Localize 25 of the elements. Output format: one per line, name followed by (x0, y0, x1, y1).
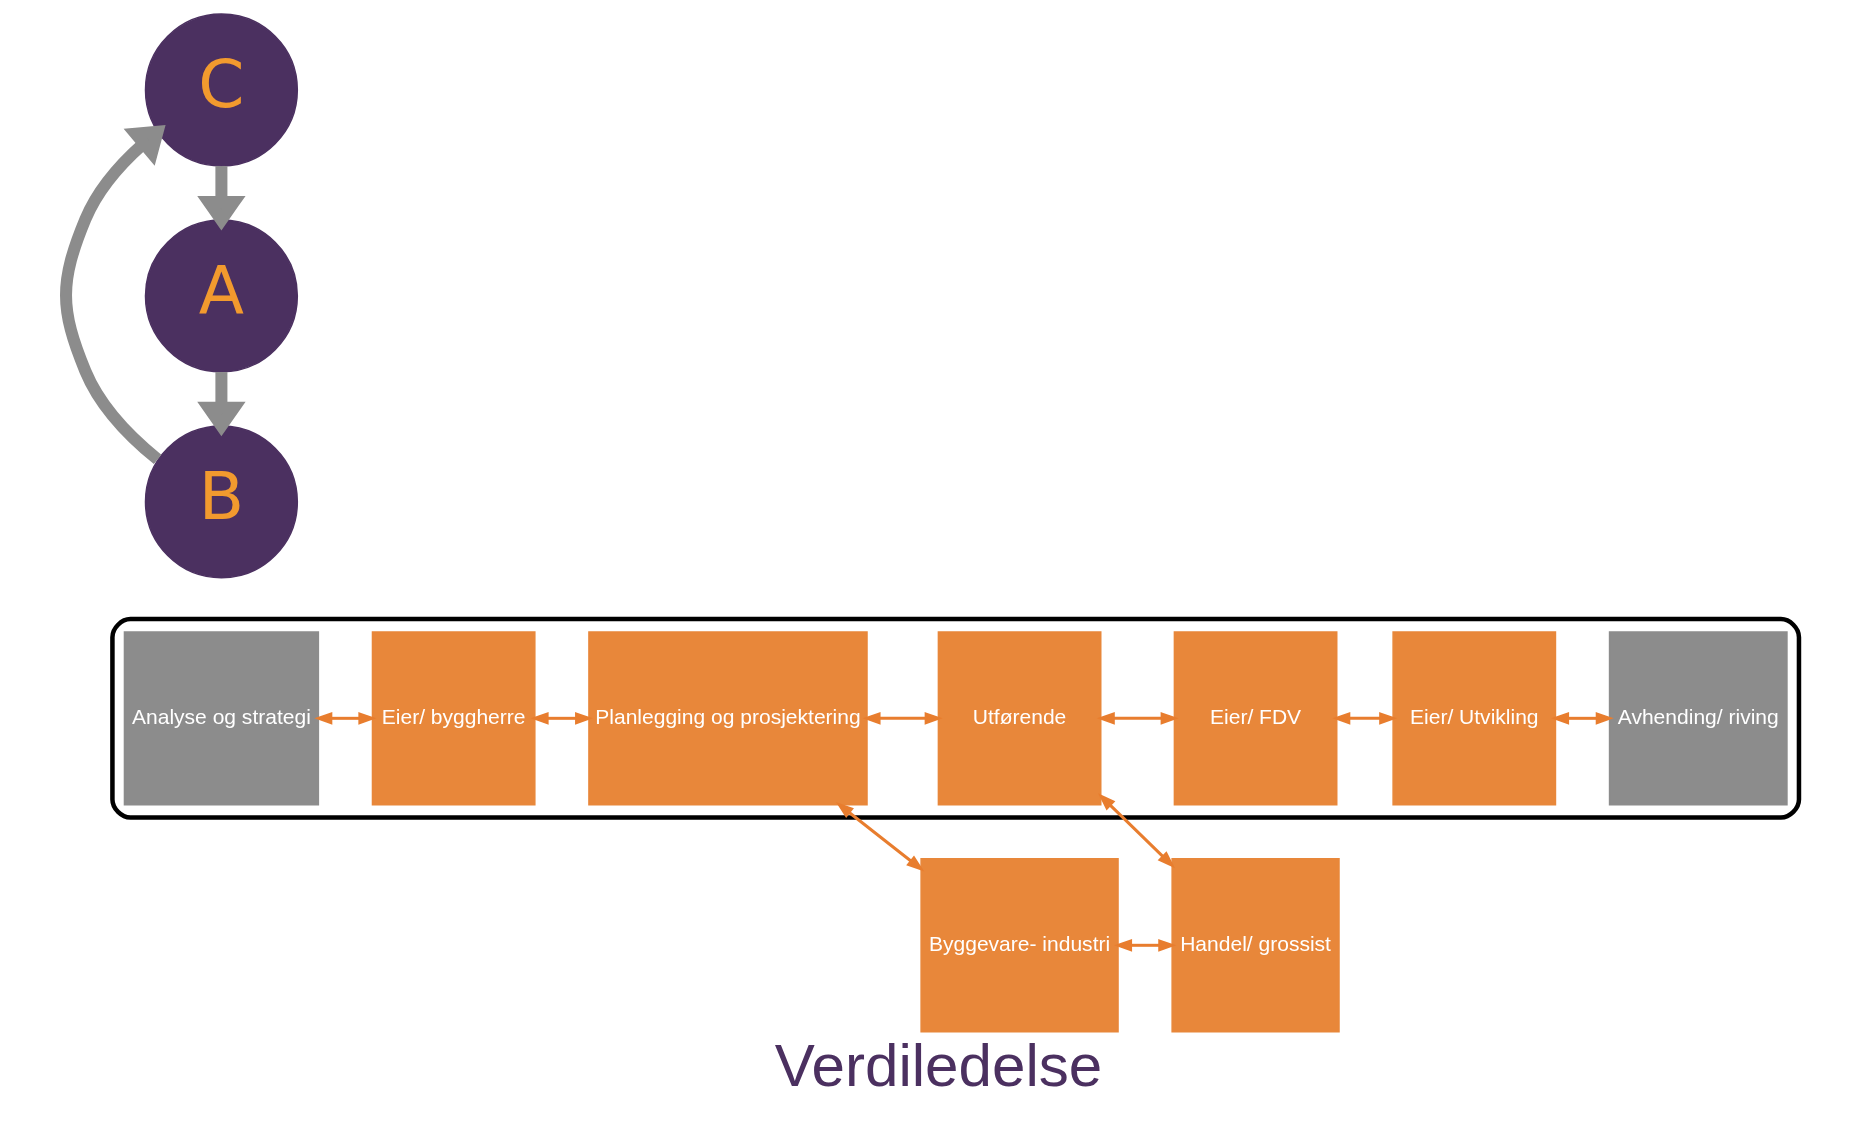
node-box: Avhending/ riving (1608, 631, 1788, 806)
arrow (1113, 938, 1176, 952)
node-box: Utførende (937, 631, 1101, 806)
arrow (196, 166, 246, 231)
arrow (1550, 712, 1614, 725)
node-box: Eier/ FDV (1173, 631, 1337, 806)
node-box: Planlegging og prosjektering (587, 631, 868, 806)
node-box: Eier/ byggherre (371, 631, 536, 806)
caption: Verdiledelse (774, 1031, 1102, 1099)
node-box: Byggevare- industri (919, 858, 1119, 1033)
arrow (1331, 712, 1397, 725)
arrow (1097, 793, 1175, 869)
node-circle: C (144, 13, 298, 167)
node-box: Handel/ grossist (1170, 858, 1340, 1033)
arrow (59, 125, 166, 465)
node-box: Analyse og strategi (123, 631, 319, 806)
arrow (835, 801, 924, 872)
arrow (861, 712, 943, 725)
arrow (313, 712, 376, 725)
node-circle: A (144, 219, 298, 373)
arrow (1096, 712, 1179, 725)
node-box: Eier/ Utvikling (1391, 631, 1556, 806)
node-circle: B (144, 425, 298, 579)
arrow (530, 712, 593, 725)
arrow (196, 372, 246, 437)
